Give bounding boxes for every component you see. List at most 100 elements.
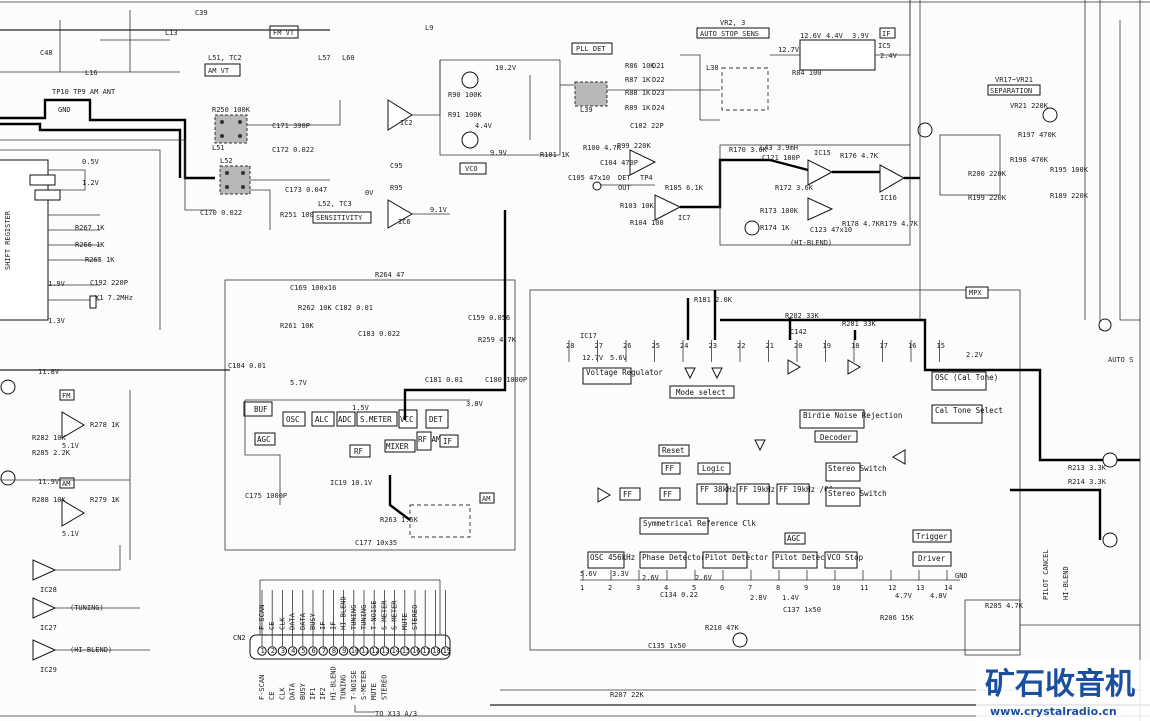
r105-label: R105 6.1K: [665, 184, 704, 192]
cn2-pin-number-16: 16: [412, 647, 420, 655]
ic17-pin-23: 23: [709, 342, 717, 350]
cn2-pin-7: [318, 646, 328, 656]
svg-text:IC16: IC16: [880, 194, 897, 202]
c171-label: C171 390P: [272, 122, 310, 130]
auto-s-label: AUTO S: [1108, 356, 1133, 364]
r210-label: R210 47K: [705, 624, 740, 632]
mpx-osc456: OSC 456kHz: [590, 553, 635, 562]
ic17-label: IC17: [580, 332, 597, 340]
ic17-pin-26: 26: [623, 342, 631, 350]
v11-9: 11.9V: [38, 478, 60, 486]
v4-7: 4.7V: [895, 592, 913, 600]
r195-label: R195 100K: [1050, 166, 1089, 174]
v1-9: 1.9V: [48, 280, 66, 288]
ic1-buf: BUF: [254, 405, 268, 414]
cn2-top-name-5: DATA: [299, 612, 307, 630]
cn2-pin-8: [328, 646, 339, 656]
cn2-top-name-9: HI-BLEND: [340, 596, 348, 630]
svg-text:IC28: IC28: [40, 586, 57, 594]
cn2-pin-13: [379, 646, 390, 656]
mpx-ff19a: FF 19kHz /90°: [739, 485, 798, 494]
cn2-bottom-name-8: HI-BLEND: [329, 666, 337, 700]
mpx-agc: AGC: [787, 534, 801, 543]
mpx-cal-select: Cal Tone Select: [935, 406, 1003, 415]
cn2-pin-number-19: 19: [443, 647, 451, 655]
v9-1: 9.1V: [430, 206, 448, 214]
ic17-pin-9: 9: [804, 584, 808, 592]
ic17-pin-19: 19: [823, 342, 831, 350]
v2-4: 2.4V: [880, 52, 898, 60]
cn2-pin-6: [308, 646, 318, 656]
r176-label: R176 4.7K: [840, 152, 879, 160]
cn2-bottom-name-9: TUNING: [340, 675, 348, 700]
ic17-pin-3: 3: [636, 584, 640, 592]
svg-text:C39: C39: [195, 9, 208, 17]
svg-text:L16: L16: [85, 69, 98, 77]
auto-stop-block: VR2, 3 AUTO STOP SENS 12.6V 4.4V 3.9V IC…: [680, 0, 911, 121]
ic1-agc: AGC: [257, 435, 271, 444]
pll-det-label: PLL DET: [576, 45, 606, 53]
separation-label: SEPARATION: [990, 87, 1032, 95]
r174-label: R174 1K: [760, 224, 790, 232]
v5-7: 5.7V: [290, 379, 308, 387]
ic7-region: IC7 C105 47x10 DET OUT TP4 C104 470P R10…: [568, 149, 770, 227]
mpx-driver: Driver: [918, 554, 946, 563]
cn2-pin-16: [410, 646, 420, 656]
cn2-bottom-name-11: S-METER: [360, 670, 368, 700]
ic17-pin-2: 2: [608, 584, 612, 592]
r288-label: R288 10K: [32, 496, 67, 504]
ic1-rfamp: RF AMP: [418, 435, 446, 444]
svg-text:L57: L57: [318, 54, 331, 62]
vr21-label: VR21 220K: [1010, 102, 1049, 110]
c134-label: C134 0.22: [660, 591, 698, 599]
cn2-top-name-6: BUSY: [309, 612, 317, 630]
cn2-top-name-12: T-NOISE: [370, 600, 378, 630]
cn2-bottom-name-4: DATA: [289, 682, 297, 700]
watermark-url: www.crystalradio.cn: [990, 705, 1117, 718]
x1-label: X1 7.2MHz: [95, 294, 133, 302]
r197-label: R197 470K: [1018, 131, 1057, 139]
v10-2: 10.2V: [495, 64, 517, 72]
cn2-pin-number-2: 2: [271, 647, 275, 655]
r189-label: R189 220K: [1050, 192, 1089, 200]
cn2-bottom-name-6: IF1: [309, 687, 317, 700]
ic17-pin-20: 20: [794, 342, 802, 350]
c192-label: C192 220P: [90, 279, 128, 287]
am-vt-label: AM VT: [208, 67, 230, 75]
vco-label: VCO: [465, 165, 478, 173]
svg-text:L51: L51: [212, 144, 225, 152]
mpx-trigger: Trigger: [916, 532, 948, 541]
ic1-mixer: MIXER: [386, 442, 409, 451]
c182-label: C182 0.01: [335, 304, 373, 312]
c102-label: C102 22P: [630, 122, 664, 130]
cn2-pin-number-18: 18: [432, 647, 440, 655]
cn2-pin-number-12: 12: [371, 647, 379, 655]
mpx-ff-a: FF: [665, 464, 675, 473]
l52tc3-label: L52, TC3: [318, 200, 352, 208]
cn2-pin-1: [257, 646, 267, 656]
cn2-bottom-name-13: STEREO: [380, 675, 388, 700]
v0v-a: 0V: [365, 189, 374, 197]
mpx-ff-b: FF: [623, 490, 633, 499]
v2-5: 2.6V: [695, 574, 713, 582]
mpx-pilot-det2: Pilot Detector: [775, 553, 839, 562]
svg-text:IC6: IC6: [398, 218, 411, 226]
left-opamps: IC28 IC27 IC29 (TUNING) (HI-BLEND): [32, 545, 150, 674]
cn2-pin-number-3: 3: [281, 647, 285, 655]
ic17-pin-15: 15: [937, 342, 945, 350]
cn2-top-name-2: CE: [268, 622, 276, 630]
r200-label: R200 220K: [968, 170, 1007, 178]
cn2-pin-number-10: 10: [351, 647, 359, 655]
r214-label: R214 3.3K: [1068, 478, 1107, 486]
l43-label: L43 3.9mH: [760, 144, 798, 152]
cn2-pin-18: [430, 646, 441, 656]
shift-register-label: SHIFT REGISTER: [4, 210, 12, 270]
mpx-logic: Logic: [702, 464, 725, 473]
fm-label: FM: [62, 392, 70, 400]
mpx-symm: Symmetrical Reference Clk: [643, 519, 756, 528]
v4-8: 4.8V: [930, 592, 948, 600]
r103-label: R103 10K: [620, 202, 655, 210]
